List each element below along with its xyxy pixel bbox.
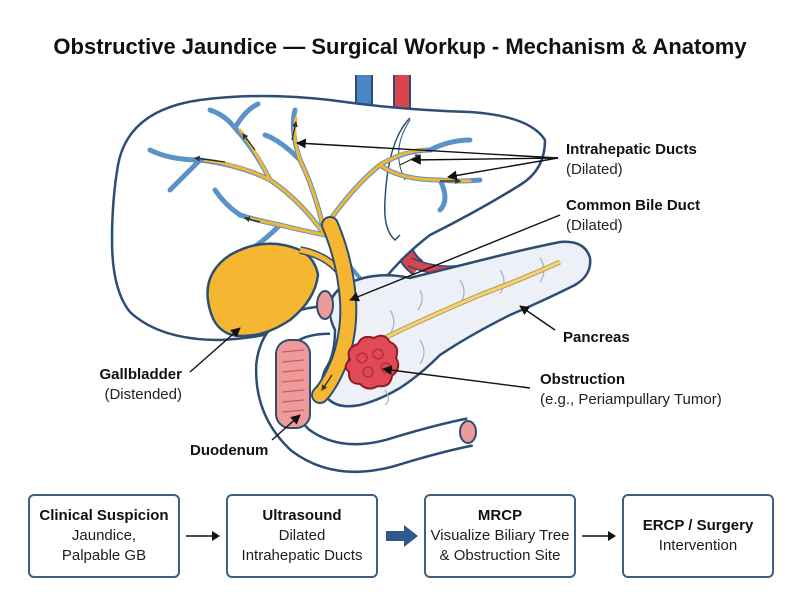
- workflow-step-title: ERCP / Surgery: [642, 517, 754, 534]
- pointer-lines: [189, 138, 561, 441]
- workflow-step-line: Visualize Biliary Tree: [430, 527, 570, 544]
- obstruction-label: Obstruction: [540, 371, 625, 388]
- periampullary-tumor: [344, 334, 400, 390]
- diagram-title: Obstructive Jaundice — Surgical Workup -…: [53, 34, 747, 59]
- workflow-step-mrcp: MRCP Visualize Biliary Tree & Obstructio…: [424, 494, 576, 578]
- common-bile-duct: [311, 216, 358, 404]
- workflow-step-clinical-suspicion: Clinical Suspicion Jaundice, Palpable GB: [28, 494, 180, 578]
- workflow-arrow-1: [186, 531, 220, 541]
- workflow-step-line: Dilated: [278, 527, 326, 544]
- workflow-step-line: Palpable GB: [61, 547, 147, 564]
- cbd-note: (Dilated): [566, 217, 623, 234]
- workflow-step-line: Jaundice,: [71, 527, 137, 544]
- cbd-label: Common Bile Duct: [566, 197, 700, 214]
- obstruction-note: (e.g., Periampullary Tumor): [540, 391, 722, 408]
- workflow-step-line: Intervention: [658, 537, 738, 554]
- duodenum: [254, 290, 477, 473]
- workflow-step-ercp-surgery: ERCP / Surgery Intervention: [622, 494, 774, 578]
- workflow-step-ultrasound: Ultrasound Dilated Intrahepatic Ducts: [226, 494, 378, 578]
- workflow-step-line: Intrahepatic Ducts: [241, 547, 363, 564]
- workflow-arrow-3: [582, 531, 616, 541]
- workflow-step-title: MRCP: [477, 507, 523, 524]
- gallbladder-note: (Distended): [104, 386, 182, 403]
- workflow-step-title: Ultrasound: [262, 507, 342, 524]
- intrahepatic-note: (Dilated): [566, 161, 623, 178]
- intrahepatic-label: Intrahepatic Ducts: [566, 141, 697, 158]
- workflow-arrow-2: [386, 525, 418, 547]
- workflow-step-title: Clinical Suspicion: [39, 507, 169, 524]
- workflow-step-line: & Obstruction Site: [439, 547, 561, 564]
- anatomy-diagram: Obstructive Jaundice — Surgical Workup -…: [53, 34, 747, 473]
- gallbladder-label: Gallbladder: [99, 366, 182, 383]
- pancreas-label: Pancreas: [563, 329, 630, 346]
- duodenum-label: Duodenum: [190, 442, 268, 459]
